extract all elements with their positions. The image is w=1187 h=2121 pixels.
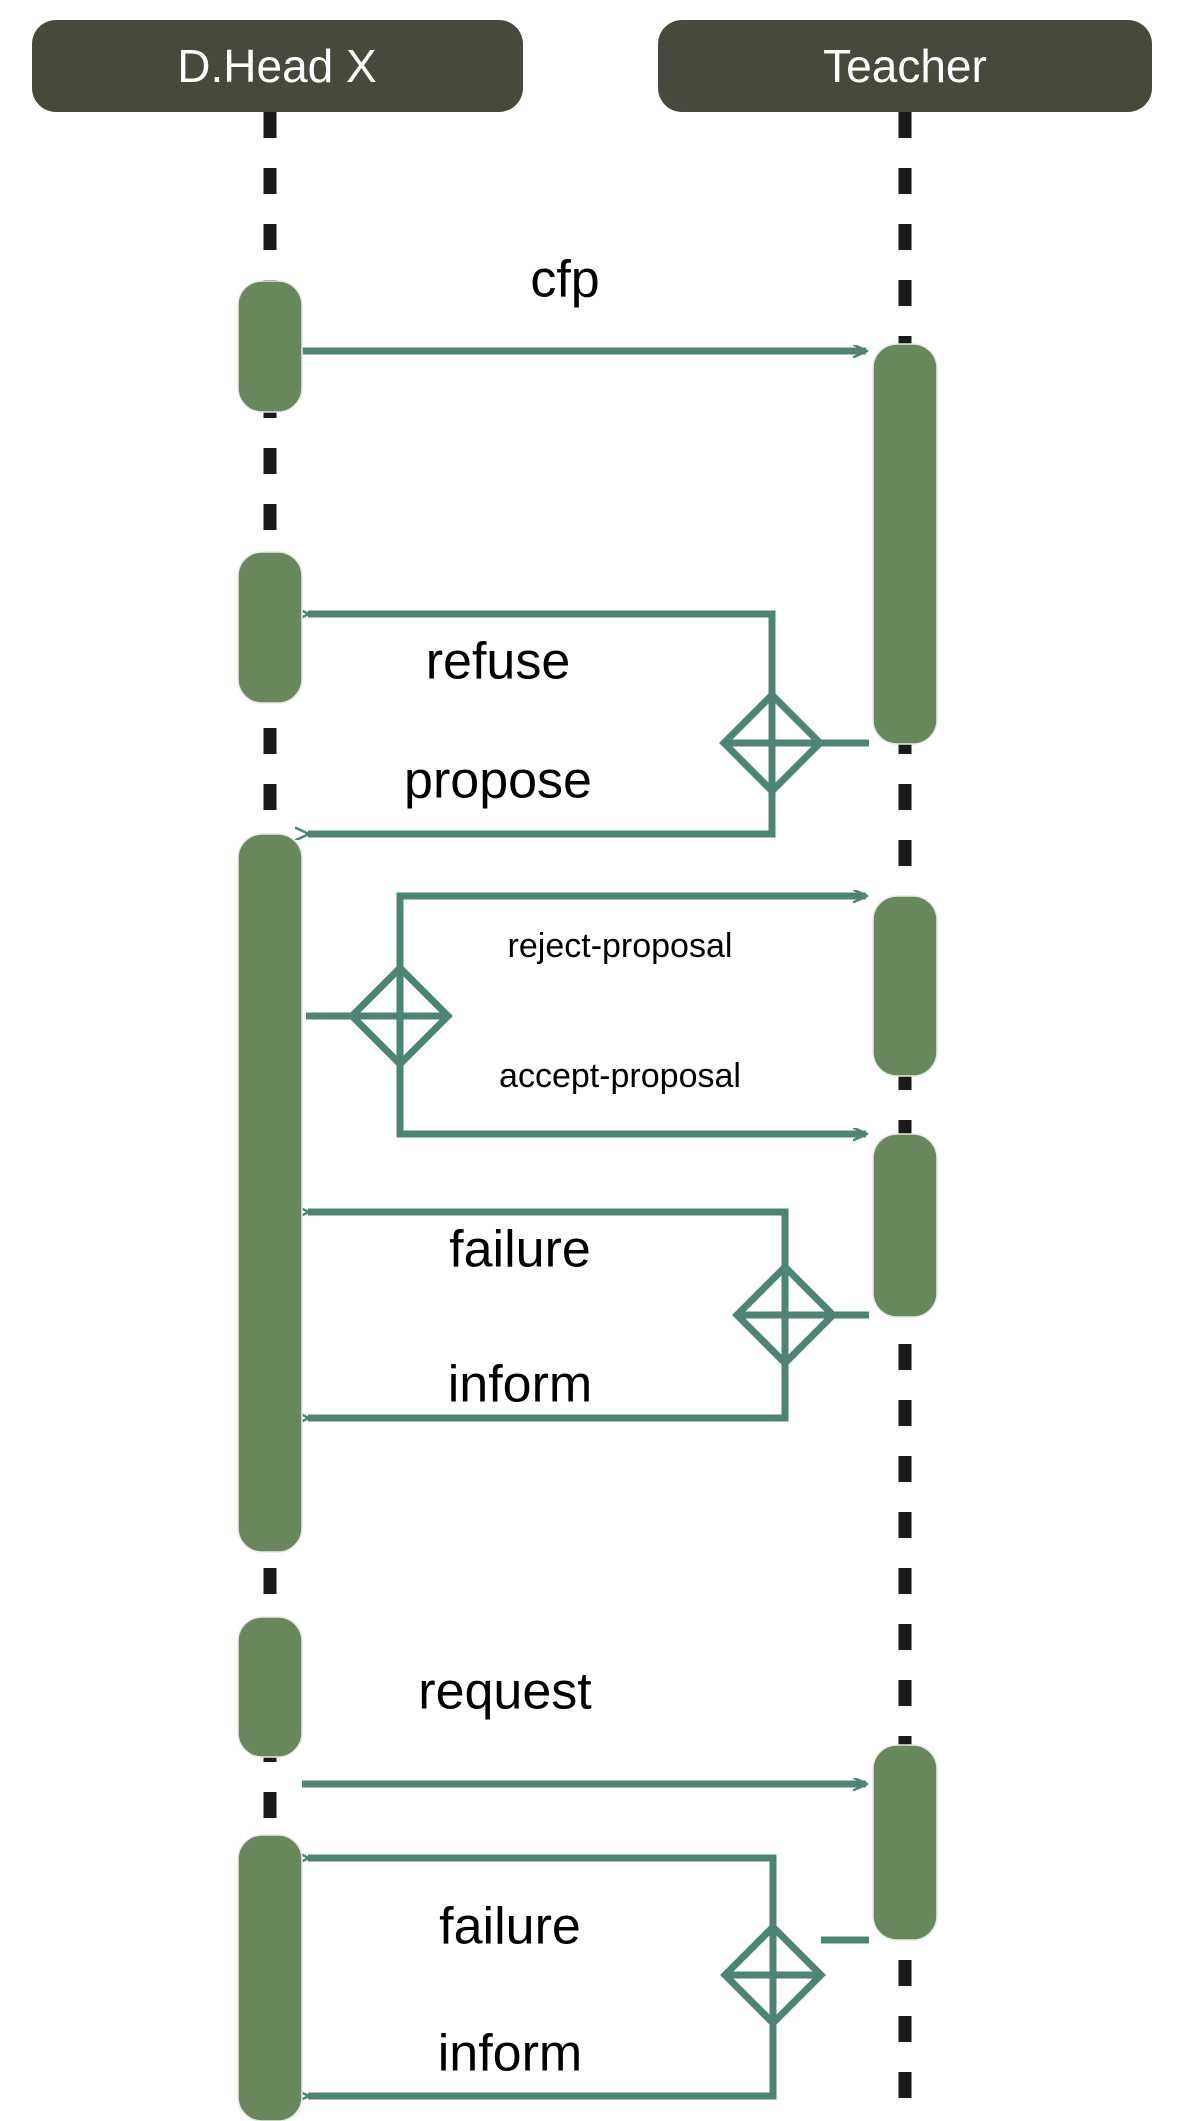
lifeline-headers: D.Head X Teacher [32, 20, 1152, 112]
message-label-reject-proposal: reject-proposal [508, 927, 733, 965]
lifeline-axes [263, 112, 912, 2121]
message-label-request: request [418, 1663, 592, 1721]
message-label-failure-bottom: failure [439, 1898, 581, 1956]
xor-gates [347, 690, 838, 2028]
message-label-propose: propose [404, 752, 592, 810]
activation-bars [237, 280, 938, 2121]
message-line-inform-middle [308, 1363, 789, 1418]
lifeline-header-teacher[interactable]: Teacher [658, 20, 1152, 112]
activation-bar-dhead-5 [237, 1834, 303, 2121]
message-line-failure-bottom [308, 1858, 777, 1927]
message-line-failure-middle [308, 1212, 789, 1267]
message-line-accept-proposal [396, 1064, 866, 1134]
message-refuse-propose-group[interactable] [308, 614, 869, 834]
lifeline-header-box-dhead [32, 20, 523, 112]
message-label-inform-middle: inform [448, 1356, 592, 1414]
message-label-cfp: cfp [530, 251, 599, 309]
message-line-refuse [308, 614, 776, 695]
activation-bar-teacher-1 [872, 343, 938, 745]
activation-bar-teacher-3 [872, 1133, 938, 1318]
activation-bar-dhead-4 [237, 1616, 303, 1758]
xor-gate-refuse-propose-icon[interactable] [719, 690, 825, 796]
lifeline-header-box-teacher [658, 20, 1152, 112]
activation-bar-dhead-1 [237, 280, 303, 413]
lifeline-header-dhead[interactable]: D.Head X [32, 20, 523, 112]
message-labels: cfp refuse propose reject-proposal accep… [404, 251, 741, 2083]
message-label-refuse: refuse [426, 633, 571, 691]
xor-gate-failure-inform-middle-icon[interactable] [732, 1262, 838, 1368]
activation-bar-dhead-3 [237, 833, 303, 1553]
message-line-inform-bottom [308, 2023, 777, 2096]
xor-gate-reject-accept-proposal-icon[interactable] [347, 963, 453, 1069]
lifeline-header-label-dhead: D.Head X [177, 40, 376, 92]
activation-bar-teacher-4 [872, 1744, 938, 1941]
message-label-inform-bottom: inform [438, 2025, 582, 2083]
message-failure-inform-middle-group[interactable] [308, 1212, 869, 1418]
message-label-failure-middle: failure [449, 1221, 591, 1279]
activation-bar-teacher-2 [872, 895, 938, 1077]
lifeline-header-label-teacher: Teacher [823, 40, 987, 92]
message-label-accept-proposal: accept-proposal [499, 1057, 741, 1095]
message-failure-inform-bottom-group[interactable] [308, 1858, 869, 2096]
message-line-propose [308, 791, 776, 834]
message-reject-accept-group[interactable] [306, 896, 866, 1134]
activation-bar-dhead-2 [237, 551, 303, 704]
xor-gate-failure-inform-bottom-icon[interactable] [720, 1922, 826, 2028]
message-line-reject-proposal [396, 896, 866, 968]
